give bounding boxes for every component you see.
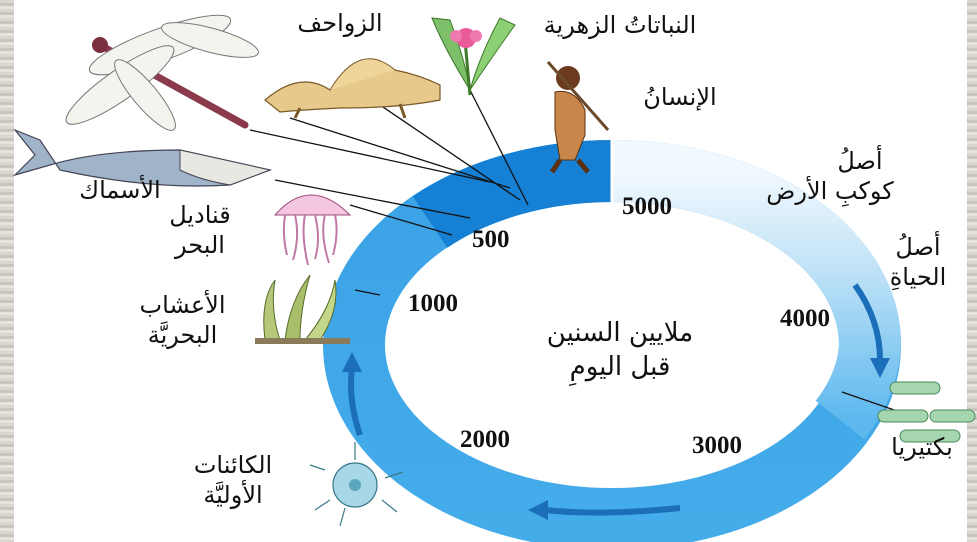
pointer-dragonfly [250,130,490,182]
label-flowering-plants: النباتاتُ الزهرية [520,10,720,40]
label-life-origin-line2: الحياةِ [868,262,968,292]
label-humans: الإنسانُ [615,82,745,112]
scale-1000: 1000 [408,290,458,318]
label-reptiles: الزواحف [285,8,395,38]
pointer-fish [290,118,510,188]
center-caption-line2: قبل اليومِ [520,350,720,384]
label-jellyfish-line2: البحر [145,230,255,260]
scale-5000: 5000 [622,193,672,221]
center-caption: ملايين السنين قبل اليومِ [520,316,720,384]
scale-3000: 3000 [692,432,742,460]
label-earth-origin-line2: كوكبِ الأرض [725,176,935,206]
label-fish: الأسماك [60,175,180,205]
dimetrodon-icon [265,59,440,118]
scale-500: 500 [472,226,510,254]
jellyfish-icon [275,195,350,265]
center-caption-line1: ملايين السنين [520,316,720,350]
scale-4000: 4000 [780,305,830,333]
label-seaweed: الأعشاب البحريَّة [115,290,250,350]
label-seaweed-line1: الأعشاب [115,290,250,320]
scale-2000: 2000 [460,426,510,454]
label-jellyfish: قناديل البحر [145,200,255,260]
label-protists: الكائنات الأوليَّة [168,450,298,510]
label-life-origin-line1: أصلُ [868,232,968,262]
label-bacteria: بكتيريا [872,432,972,462]
label-life-origin: أصلُ الحياةِ [868,232,968,292]
label-protists-line2: الأوليَّة [168,480,298,510]
label-seaweed-line2: البحريَّة [115,320,250,350]
label-protists-line1: الكائنات [168,450,298,480]
ring-recent-section [430,171,612,222]
label-earth-origin-line1: أصلُ [725,146,935,176]
label-earth-origin: أصلُ كوكبِ الأرض [725,146,935,206]
dragonfly-icon [58,4,261,137]
flower-icon [432,18,515,95]
